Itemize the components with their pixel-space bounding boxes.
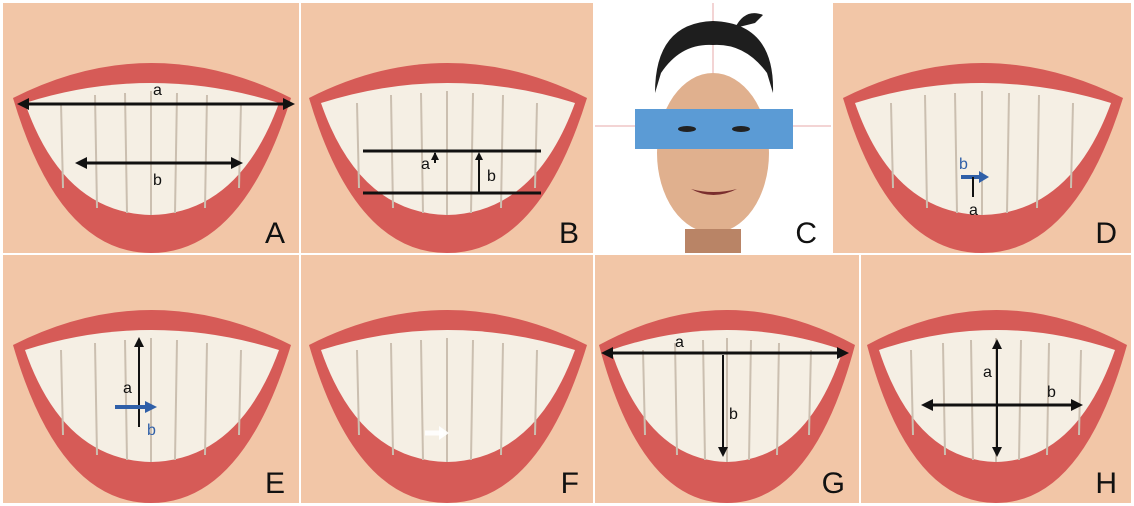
measure-label: b bbox=[147, 422, 156, 439]
measure-label: a bbox=[969, 202, 978, 219]
face bbox=[657, 73, 769, 233]
smile-image bbox=[301, 255, 593, 503]
measure-label: b bbox=[729, 406, 738, 423]
panel-label: H bbox=[1095, 469, 1117, 499]
measure-label: a bbox=[421, 156, 430, 173]
measure-label: a bbox=[123, 380, 132, 397]
smile-image: a b bbox=[595, 255, 859, 503]
panel-label: C bbox=[795, 219, 817, 249]
panel-f: F bbox=[301, 255, 593, 503]
panel-label: E bbox=[265, 469, 285, 499]
panel-label: D bbox=[1095, 219, 1117, 249]
measure-label: a bbox=[153, 82, 162, 99]
eye-bar bbox=[635, 109, 793, 149]
panel-label: G bbox=[822, 469, 845, 499]
measure-label: b bbox=[487, 168, 496, 185]
panel-d: b a D bbox=[833, 3, 1131, 253]
measure-label: b bbox=[153, 172, 162, 189]
measure-label: a bbox=[675, 334, 684, 351]
panel-label: F bbox=[561, 469, 579, 499]
panel-a: a b A bbox=[3, 3, 299, 253]
face-photo bbox=[595, 3, 831, 253]
measure-label: a bbox=[983, 364, 992, 381]
measure-label: b bbox=[959, 156, 968, 173]
panel-b: a b B bbox=[301, 3, 593, 253]
panel-c: C bbox=[595, 3, 831, 253]
smile-image: a b bbox=[3, 255, 299, 503]
smile-image: a b bbox=[3, 3, 299, 253]
panel-e: a b E bbox=[3, 255, 299, 503]
smile-image: a b bbox=[301, 3, 593, 253]
measure-label: b bbox=[1047, 384, 1056, 401]
panel-g: a b G bbox=[595, 255, 859, 503]
panel-h: a b H bbox=[861, 255, 1131, 503]
panel-label: A bbox=[265, 219, 285, 249]
smile-image: a b bbox=[861, 255, 1131, 503]
smile-image: b a bbox=[833, 3, 1131, 253]
panel-label: B bbox=[559, 219, 579, 249]
